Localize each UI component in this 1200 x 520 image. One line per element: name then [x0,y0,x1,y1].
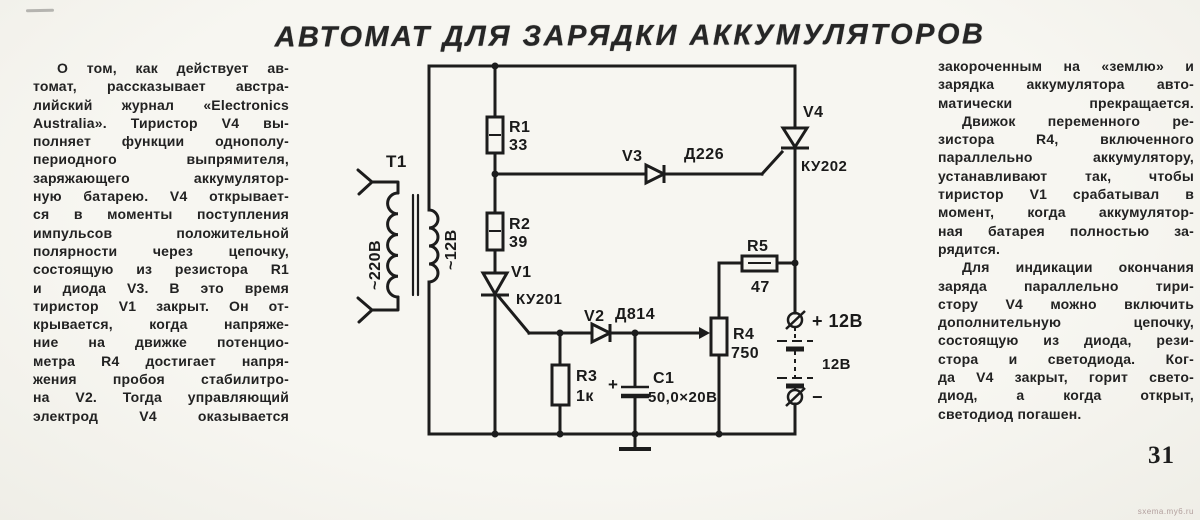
label-c1-polarity: + [608,375,618,394]
label-v4: V4 [803,104,824,121]
label-r3: R3 [576,368,597,385]
text-line: тиристор V1 закрыт. Он от- [33,297,289,314]
label-c1-value: 50,0×20В [648,389,717,406]
potentiometer-r4 [699,316,729,357]
page-number: 31 [1148,442,1175,469]
text-line: состоящую из резистора R1 [33,261,289,278]
text-line: жения пробоя стабилитро- [33,371,289,388]
label-c1: C1 [653,370,674,387]
left-text-column: О том, как действует ав-томат, рассказыв… [33,59,289,425]
battery [777,310,813,407]
text-line: параллельно аккумулятору, [938,149,1194,166]
circuit-schematic: Т1 ~220В ~12В R1 33 R2 39 R3 1к R4 750 R… [356,62,863,451]
label-v1: V1 [511,264,532,281]
label-battery-voltage: 12В [822,356,851,373]
label-r5: R5 [747,238,768,255]
label-r5-value: 47 [751,279,770,296]
text-line: периодного выпрямителя, [33,151,289,168]
text-line: и диода V3. В это время [33,279,289,296]
text-line: стору V4 можно включить [938,295,1194,312]
label-r2-value: 39 [509,234,528,251]
text-line: лийский журнал «Electronics [33,96,289,113]
text-line: ная батарея полностью за- [938,222,1194,239]
text-line: да V4 закрыт, горит свето- [938,369,1194,386]
text-line: дополнительную цепочку, [938,314,1194,331]
text-line: электрод V4 оказывается [33,407,289,424]
label-r1: R1 [509,119,530,136]
right-text-column: закороченным на «землю» и зарядка аккумул… [938,57,1194,423]
text-line: ся в моменты поступления [33,206,289,223]
terminal-minus-icon [786,388,804,406]
label-primary-voltage: ~220В [367,240,384,290]
thyristor-v4 [780,126,810,150]
label-r1-value: 33 [509,137,528,154]
label-secondary-voltage: ~12В [443,229,460,270]
resistor-r2 [485,211,505,252]
label-v3: V3 [622,148,643,165]
label-r3-value: 1к [576,388,594,405]
text-line: зистора R4, включенного [938,131,1194,148]
text-line: диод, а когда открыт, [938,387,1194,404]
text-line: полняет функции однополу- [33,133,289,150]
text-line: томат, рассказывает австра- [33,78,289,95]
text-line: импульсов положительной [33,224,289,241]
text-line: Движок переменного ре- [962,112,1194,129]
text-line: крывается, когда напряже- [33,316,289,333]
text-line: тиристор V1 срабатывал в [938,186,1194,203]
thyristor-v1 [480,271,510,298]
junction-dots [491,62,799,438]
text-line: момент, когда аккумулятор- [938,204,1194,221]
resistor-r5 [740,254,779,273]
label-battery-plus: + 12В [812,311,863,331]
text-line: ную батарею. V4 открывает- [33,188,289,205]
label-v2: V2 [584,308,605,325]
text-line: заряжающего аккумулятор- [33,169,289,186]
text-line: светодиод погашен. [938,405,1082,422]
text-line: метра R4 достигает напря- [33,352,289,369]
label-r4: R4 [733,326,754,343]
transformer-t1 [356,168,440,324]
resistor-r3 [550,363,571,407]
watermark: sxema.my6.ru [1137,507,1194,516]
label-v4-type: КУ202 [801,158,847,175]
capacitor-c1 [621,385,649,399]
text-line: полярности через цепочку, [33,242,289,259]
text-line: зарядка аккумулятора авто- [938,76,1194,93]
text-line: состоящую из диода, рези- [938,332,1194,349]
diode-v2 [590,321,614,345]
label-r4-value: 750 [731,345,759,362]
diode-v3 [644,162,668,186]
text-line: О том, как действует ав- [57,60,289,76]
text-line: стора и светодиода. Ког- [938,350,1194,367]
label-v1-type: КУ201 [516,291,562,308]
resistor-r1 [485,115,505,155]
scan-artifact [25,8,55,13]
text-line: закороченным на «землю» и [938,58,1194,74]
label-battery-minus: − [812,387,823,407]
label-r2: R2 [509,216,530,233]
label-v3-type: Д226 [684,146,724,163]
text-line: Australia». Тиристор V4 вы- [33,114,289,131]
text-line: устанавливают так, чтобы [938,167,1194,184]
text-line: заряда параллельно тири- [938,277,1194,294]
text-line: Для индикации окончания [962,259,1194,276]
text-line: рядится. [938,240,1001,257]
text-line: матически прекращается. [938,94,1194,111]
label-v2-type: Д814 [615,306,655,323]
text-line: ние на движке потенцио- [33,334,289,351]
text-line: на V2. Тогда управляющий [33,389,289,406]
label-t1: Т1 [386,152,407,171]
